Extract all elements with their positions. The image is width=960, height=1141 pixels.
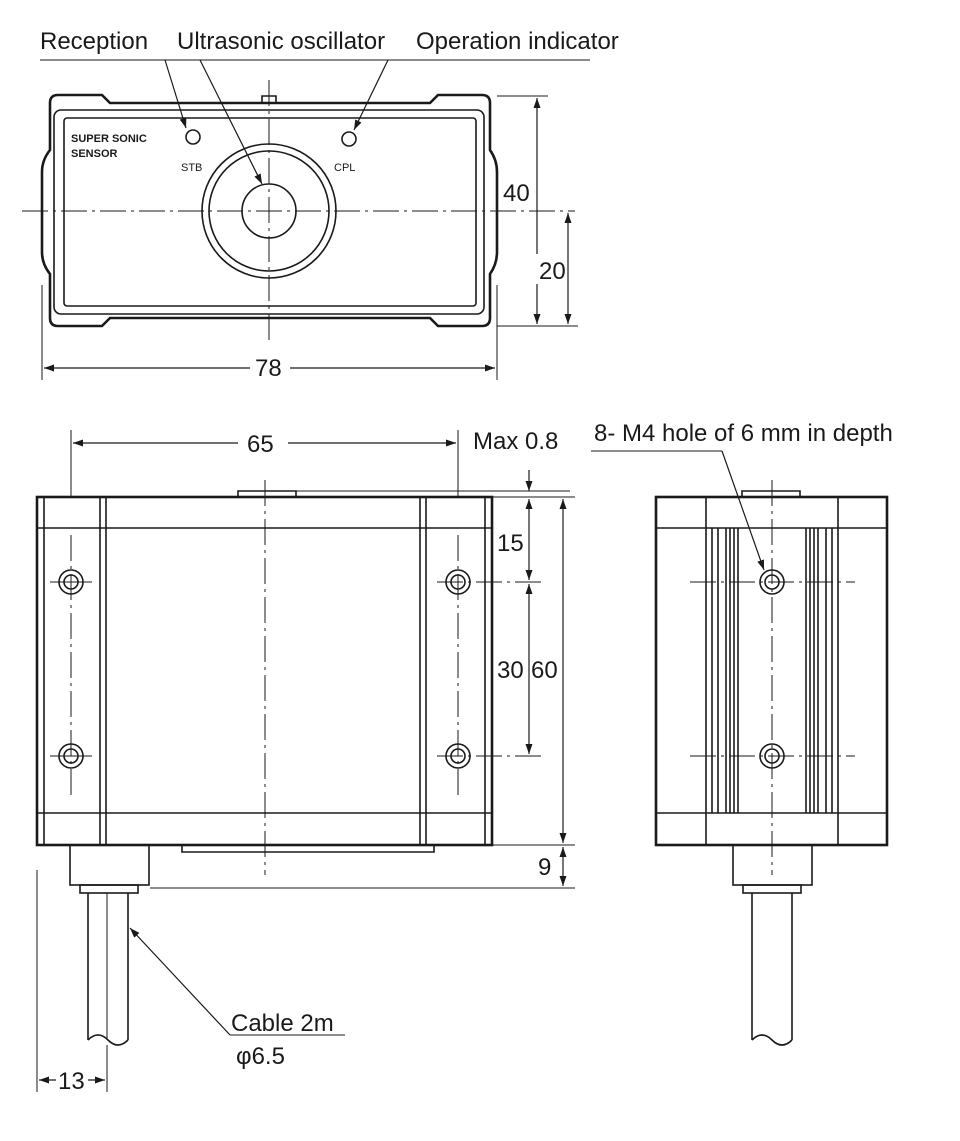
hole-note-text: 8- M4 hole of 6 mm in depth	[594, 420, 893, 447]
end-cable-gland-ring	[742, 884, 802, 894]
dim-60-text: 60	[531, 657, 558, 684]
cpl-led-label: CPL	[334, 162, 355, 174]
stb-led-label: STB	[181, 162, 202, 174]
end-ribs-left	[711, 528, 739, 813]
dim-78-text: 78	[255, 355, 282, 382]
reception-label: Reception	[40, 28, 148, 55]
stb-led	[185, 129, 201, 145]
dim-30-mask	[496, 656, 528, 684]
dim-9-text: 9	[538, 854, 551, 881]
side-cable-gland-ring	[79, 884, 139, 894]
dim-65-mask	[238, 428, 288, 456]
oscillator-leader	[199, 59, 263, 185]
dim-30-text: 30	[497, 657, 524, 684]
dim-65-text: 65	[247, 431, 274, 458]
side-bottom-plate	[181, 845, 435, 853]
cpl-led	[341, 131, 357, 147]
side-cable-break	[87, 1034, 129, 1046]
hole-note-leader	[721, 450, 765, 571]
dim-13-text: 13	[58, 1068, 85, 1095]
dim-20-mask	[536, 254, 566, 284]
front-housing-outline	[40, 93, 499, 328]
dim-13-mask	[56, 1066, 88, 1092]
dim-60-mask	[530, 656, 562, 684]
dim-20-text: 20	[539, 258, 566, 285]
end-cable-break	[751, 1034, 793, 1046]
panel-text-line2: SENSOR	[71, 148, 118, 160]
side-view: 65 Max 0.8	[35, 428, 575, 1095]
reception-leader	[164, 59, 187, 129]
side-cable-gland	[69, 844, 150, 886]
front-panel-face	[63, 117, 477, 307]
cable-diameter-text: φ6.5	[236, 1043, 285, 1070]
cable-leader	[129, 927, 231, 1036]
dim-15-text: 15	[497, 530, 524, 557]
indicator-label: Operation indicator	[416, 28, 619, 55]
cable-length-text: Cable 2m	[231, 1010, 334, 1037]
end-top-protrusion	[741, 490, 801, 497]
front-view: Reception Ultrasonic oscillator Operatio…	[22, 28, 619, 382]
panel-text-line1: SUPER SONIC	[71, 133, 147, 145]
dim-15-mask	[495, 528, 527, 556]
end-view: 8- M4 hole of 6 mm in depth	[591, 420, 893, 1046]
dim-max08-text: Max 0.8	[473, 428, 558, 455]
end-ribs-right	[805, 528, 833, 813]
side-top-protrusion	[237, 490, 297, 497]
dim-40-text: 40	[503, 180, 530, 207]
oscillator-label: Ultrasonic oscillator	[177, 28, 385, 55]
dim-78-mask	[250, 354, 290, 380]
indicator-leader	[353, 59, 389, 131]
